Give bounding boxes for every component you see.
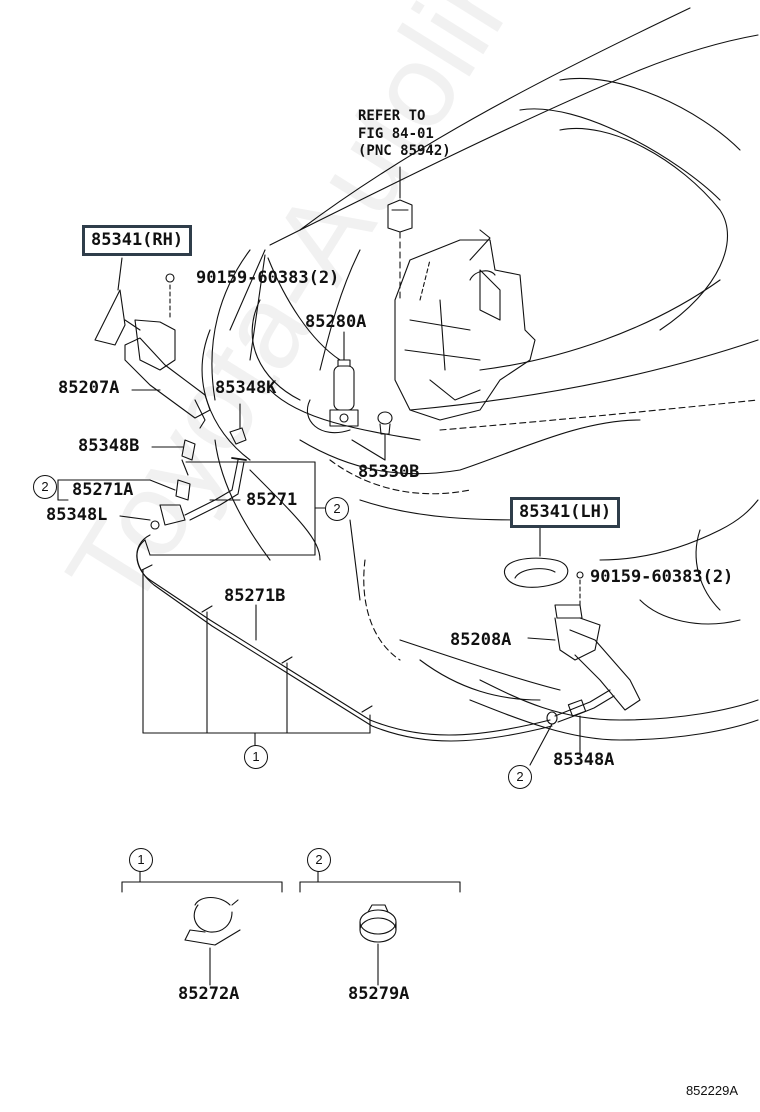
clip-85272a [184, 896, 241, 986]
part-label-bolt-rh[interactable]: 90159-60383(2) [196, 268, 340, 288]
callout-2-hose: 2 [325, 497, 349, 521]
part-label-85341-rh[interactable]: 85341(RH) [82, 225, 193, 256]
part-label-bolt-lh[interactable]: 90159-60383(2) [590, 567, 734, 587]
part-label-85272a[interactable]: 85272A [178, 984, 240, 1004]
part-label-85271[interactable]: 85271 [246, 490, 298, 510]
callout-2-rh: 2 [33, 475, 57, 499]
washer-pump [306, 331, 359, 434]
refer-line-2: FIG 84-01 [358, 125, 434, 142]
hood-outline [201, 7, 759, 741]
part-label-85279a[interactable]: 85279A [348, 984, 410, 1004]
callout-2-legend: 2 [307, 848, 331, 872]
part-label-85330b[interactable]: 85330B [358, 462, 420, 482]
pump-grommet [377, 411, 393, 461]
headlamp-washer-actuator-rh [94, 257, 211, 429]
headlamp-washer-actuator-lh [504, 527, 641, 711]
callout-1-hose: 1 [244, 745, 268, 769]
part-label-85271a[interactable]: 85271A [72, 480, 134, 500]
hose-connectors-rh [150, 403, 247, 530]
callout-2-lh: 2 [508, 765, 532, 789]
clip-callout-brackets [121, 869, 461, 893]
callout-1-legend: 1 [129, 848, 153, 872]
part-label-85271b[interactable]: 85271B [224, 586, 286, 606]
clamp-85279a [359, 904, 397, 986]
part-label-85341-lh[interactable]: 85341(LH) [510, 497, 621, 528]
part-label-85348a[interactable]: 85348A [553, 750, 615, 770]
hose-85271 [184, 457, 247, 521]
tank-cap-bracket [387, 166, 413, 301]
part-label-85348k[interactable]: 85348K [215, 378, 277, 398]
refer-to-label: REFER TO FIG 84-01 (PNC 85942) [358, 108, 451, 161]
hose-connector-lh [546, 689, 615, 749]
part-label-85348b[interactable]: 85348B [78, 436, 140, 456]
part-label-85207a[interactable]: 85207A [58, 378, 120, 398]
part-label-85208a[interactable]: 85208A [450, 630, 512, 650]
figure-code: 852229A [685, 1083, 738, 1098]
refer-line-1: REFER TO [358, 108, 426, 124]
washer-tank [394, 229, 536, 421]
part-label-85348l[interactable]: 85348L [46, 505, 108, 525]
part-label-85280a[interactable]: 85280A [305, 312, 367, 332]
refer-line-3: (PNC 85942) [358, 143, 451, 159]
leader-lines [57, 389, 581, 766]
